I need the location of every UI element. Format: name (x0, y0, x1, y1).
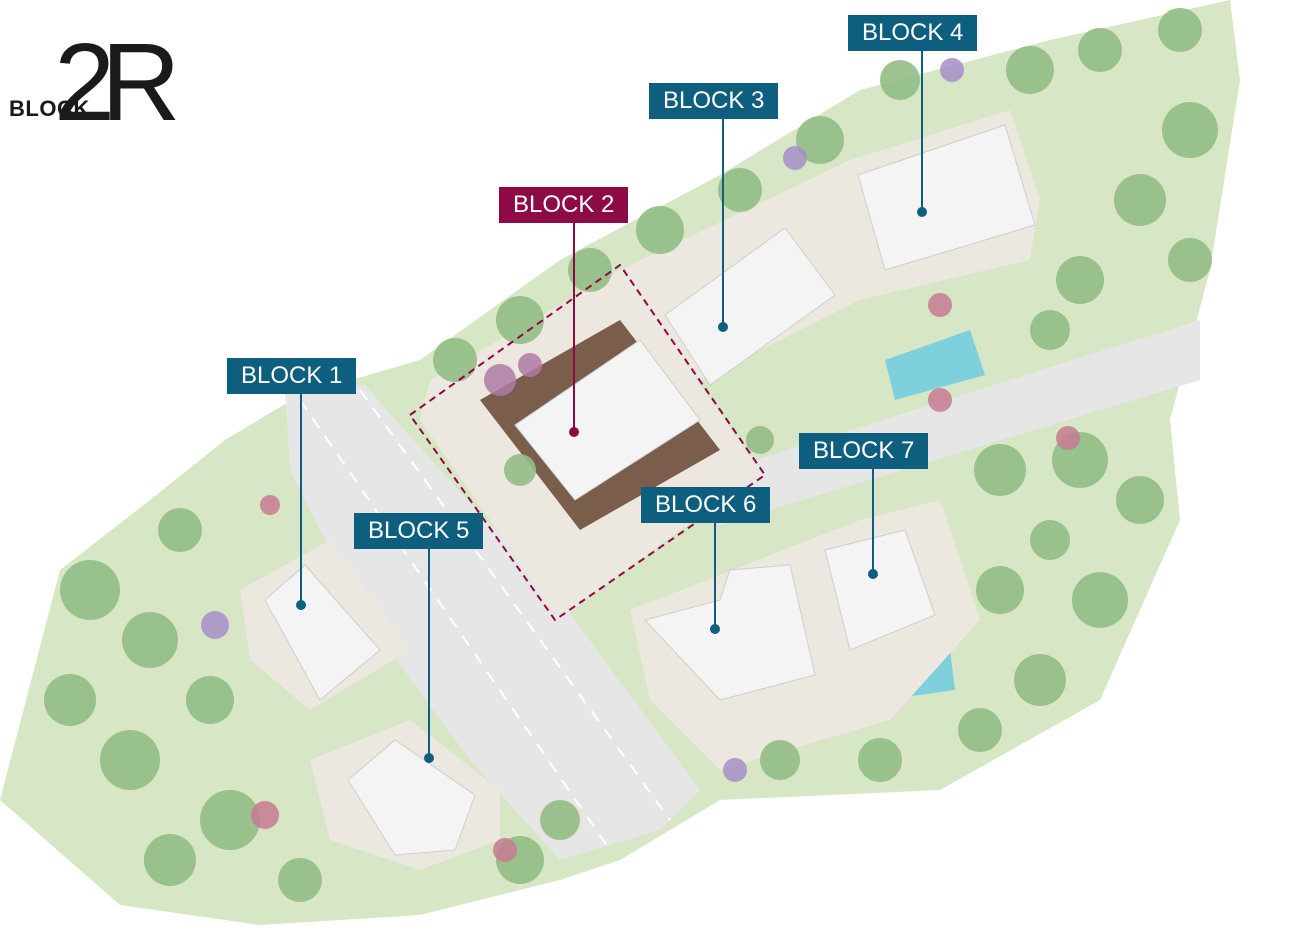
building-block-5 (347, 739, 476, 856)
building-block-4 (857, 124, 1036, 271)
project-logo: BLOCK 2R (6, 28, 206, 148)
block-6-label[interactable]: BLOCK 6 (641, 487, 771, 523)
block-1-label[interactable]: BLOCK 1 (227, 358, 357, 394)
pool-north (885, 330, 985, 400)
logo-mark: 2R (54, 21, 181, 144)
road-marking (359, 389, 671, 821)
block-2-highlight-outline (408, 263, 767, 622)
block-7-leader (872, 469, 874, 574)
block-4-label[interactable]: BLOCK 4 (848, 15, 978, 51)
building-block-7 (824, 529, 936, 651)
block-7-label[interactable]: BLOCK 7 (799, 433, 929, 469)
block-2-leader (573, 223, 575, 432)
road-main (285, 385, 700, 860)
block-2-pin (569, 427, 579, 437)
logo-prefix: BLOCK (9, 96, 90, 121)
block-1-leader (300, 394, 302, 606)
road-marking (299, 399, 611, 851)
block-7-pin (868, 569, 878, 579)
building-block-6 (644, 564, 816, 701)
building-block-1 (264, 564, 381, 701)
trees (44, 8, 1218, 902)
block-2-label[interactable]: BLOCK 2 (499, 187, 629, 223)
building-block-2 (514, 339, 701, 501)
block-5-pin (424, 753, 434, 763)
block-5-label[interactable]: BLOCK 5 (354, 513, 484, 549)
block-4-pin (917, 207, 927, 217)
block-4-leader (921, 51, 923, 212)
road-east (660, 320, 1200, 525)
block-3-pin (718, 322, 728, 332)
flowering-trees (201, 58, 1080, 862)
block-1-pin (296, 600, 306, 610)
block-5-leader (428, 549, 430, 758)
block-6-leader (714, 523, 716, 629)
building-block-3 (664, 227, 836, 386)
block-6-pin (710, 624, 720, 634)
block-3-leader (722, 119, 724, 327)
block-3-label[interactable]: BLOCK 3 (649, 83, 779, 119)
